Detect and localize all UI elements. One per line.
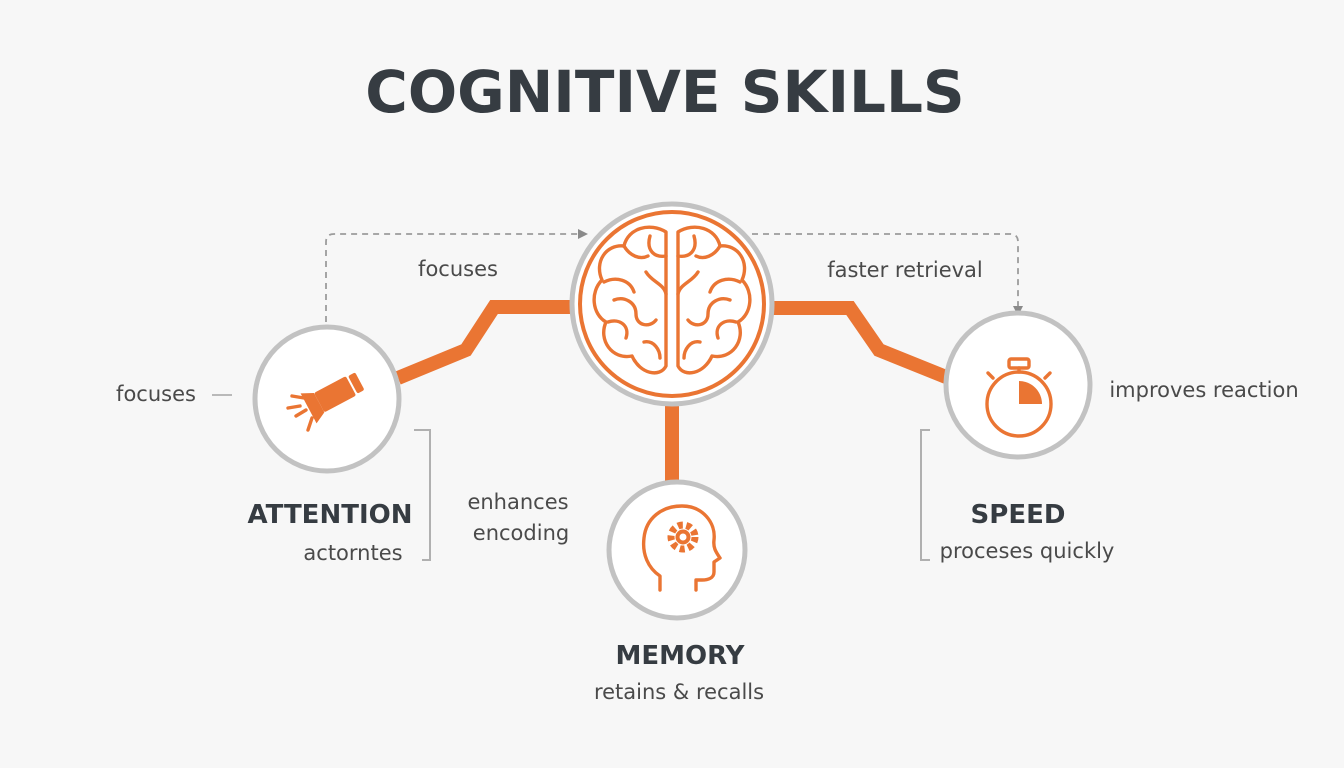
attention-node	[252, 324, 402, 474]
attention-label: ATTENTION	[248, 500, 413, 530]
edge-label-focuses-left: focuses	[116, 382, 196, 406]
attention-bracket	[414, 429, 431, 561]
edge-label-faster-retrieval: faster retrieval	[827, 258, 983, 282]
head-gear-icon	[641, 504, 722, 592]
flashlight-icon	[286, 372, 364, 432]
stopwatch-icon	[985, 357, 1053, 438]
page-title: COGNITIVE SKILLS	[365, 58, 964, 126]
speed-sublabel: proceses quickly	[940, 539, 1115, 563]
speed-bracket	[920, 429, 930, 561]
arrow-attention-to-brain	[325, 229, 588, 322]
connector-brain-speed	[772, 301, 949, 384]
edge-label-encoding: encoding	[473, 521, 569, 545]
edge-label-enhances: enhances	[467, 490, 568, 514]
memory-sublabel: retains & recalls	[594, 680, 764, 704]
attention-sublabel: actorntes	[303, 541, 402, 565]
brain-node	[569, 201, 775, 407]
connector-attention-brain	[395, 300, 572, 385]
edge-label-focuses-top: focuses	[418, 257, 498, 281]
brain-icon	[592, 225, 752, 375]
speed-node	[943, 310, 1093, 460]
speed-label: SPEED	[971, 500, 1066, 530]
edge-label-improves-reaction: improves reaction	[1109, 378, 1298, 402]
memory-node	[606, 479, 748, 621]
memory-label: MEMORY	[615, 641, 745, 671]
